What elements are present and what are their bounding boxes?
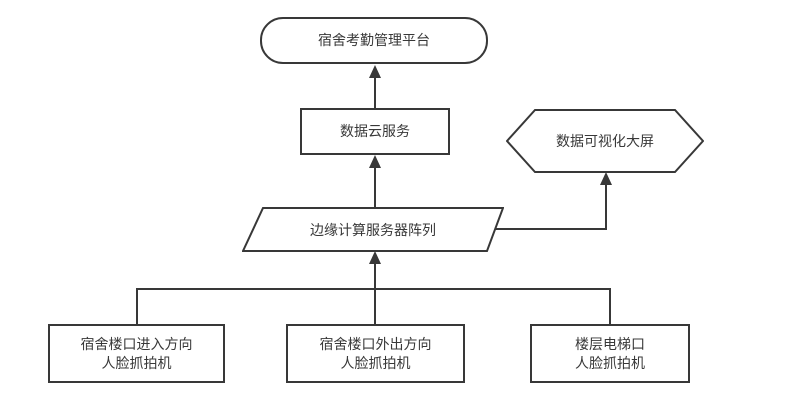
connector-camera-entry-drop	[136, 290, 138, 324]
node-camera-elevator-label-line2: 人脸抓拍机	[575, 354, 645, 371]
connector-edge-to-screen-vertical	[605, 184, 607, 230]
node-camera-elevator-label-line1: 楼层电梯口	[575, 335, 645, 352]
node-camera-entry: 宿舍楼口进入方向 人脸抓拍机	[48, 324, 225, 383]
connector-edge-to-cloud	[374, 167, 376, 208]
connector-camera-elevator-drop	[609, 290, 611, 324]
node-camera-entry-label-line2: 人脸抓拍机	[101, 354, 172, 371]
node-platform-label: 宿舍考勤管理平台	[318, 32, 430, 48]
node-camera-exit: 宿舍楼口外出方向 人脸抓拍机	[286, 324, 465, 383]
node-visualization-screen-shape	[506, 109, 704, 173]
node-camera-entry-label-line1: 宿舍楼口进入方向	[80, 335, 193, 352]
arrowhead-edge-to-cloud	[369, 155, 381, 168]
node-platform: 宿舍考勤管理平台	[260, 17, 488, 64]
node-camera-elevator: 楼层电梯口 人脸抓拍机	[530, 324, 690, 383]
connector-edge-to-screen-horizontal	[495, 228, 607, 230]
arrowhead-bus-to-edge	[369, 251, 381, 264]
connector-camera-bus	[136, 288, 611, 290]
node-cloud-service: 数据云服务	[300, 108, 450, 155]
connector-camera-exit-drop	[374, 290, 376, 324]
arrowhead-cloud-to-platform	[369, 65, 381, 78]
arrowhead-edge-to-screen	[600, 172, 612, 185]
node-edge-servers-shape	[242, 207, 504, 252]
node-camera-exit-label-line2: 人脸抓拍机	[340, 354, 411, 371]
connector-bus-to-edge	[374, 263, 376, 290]
node-camera-exit-label-line1: 宿舍楼口外出方向	[319, 335, 432, 352]
node-cloud-service-label: 数据云服务	[340, 123, 410, 139]
connector-cloud-to-platform	[374, 77, 376, 108]
